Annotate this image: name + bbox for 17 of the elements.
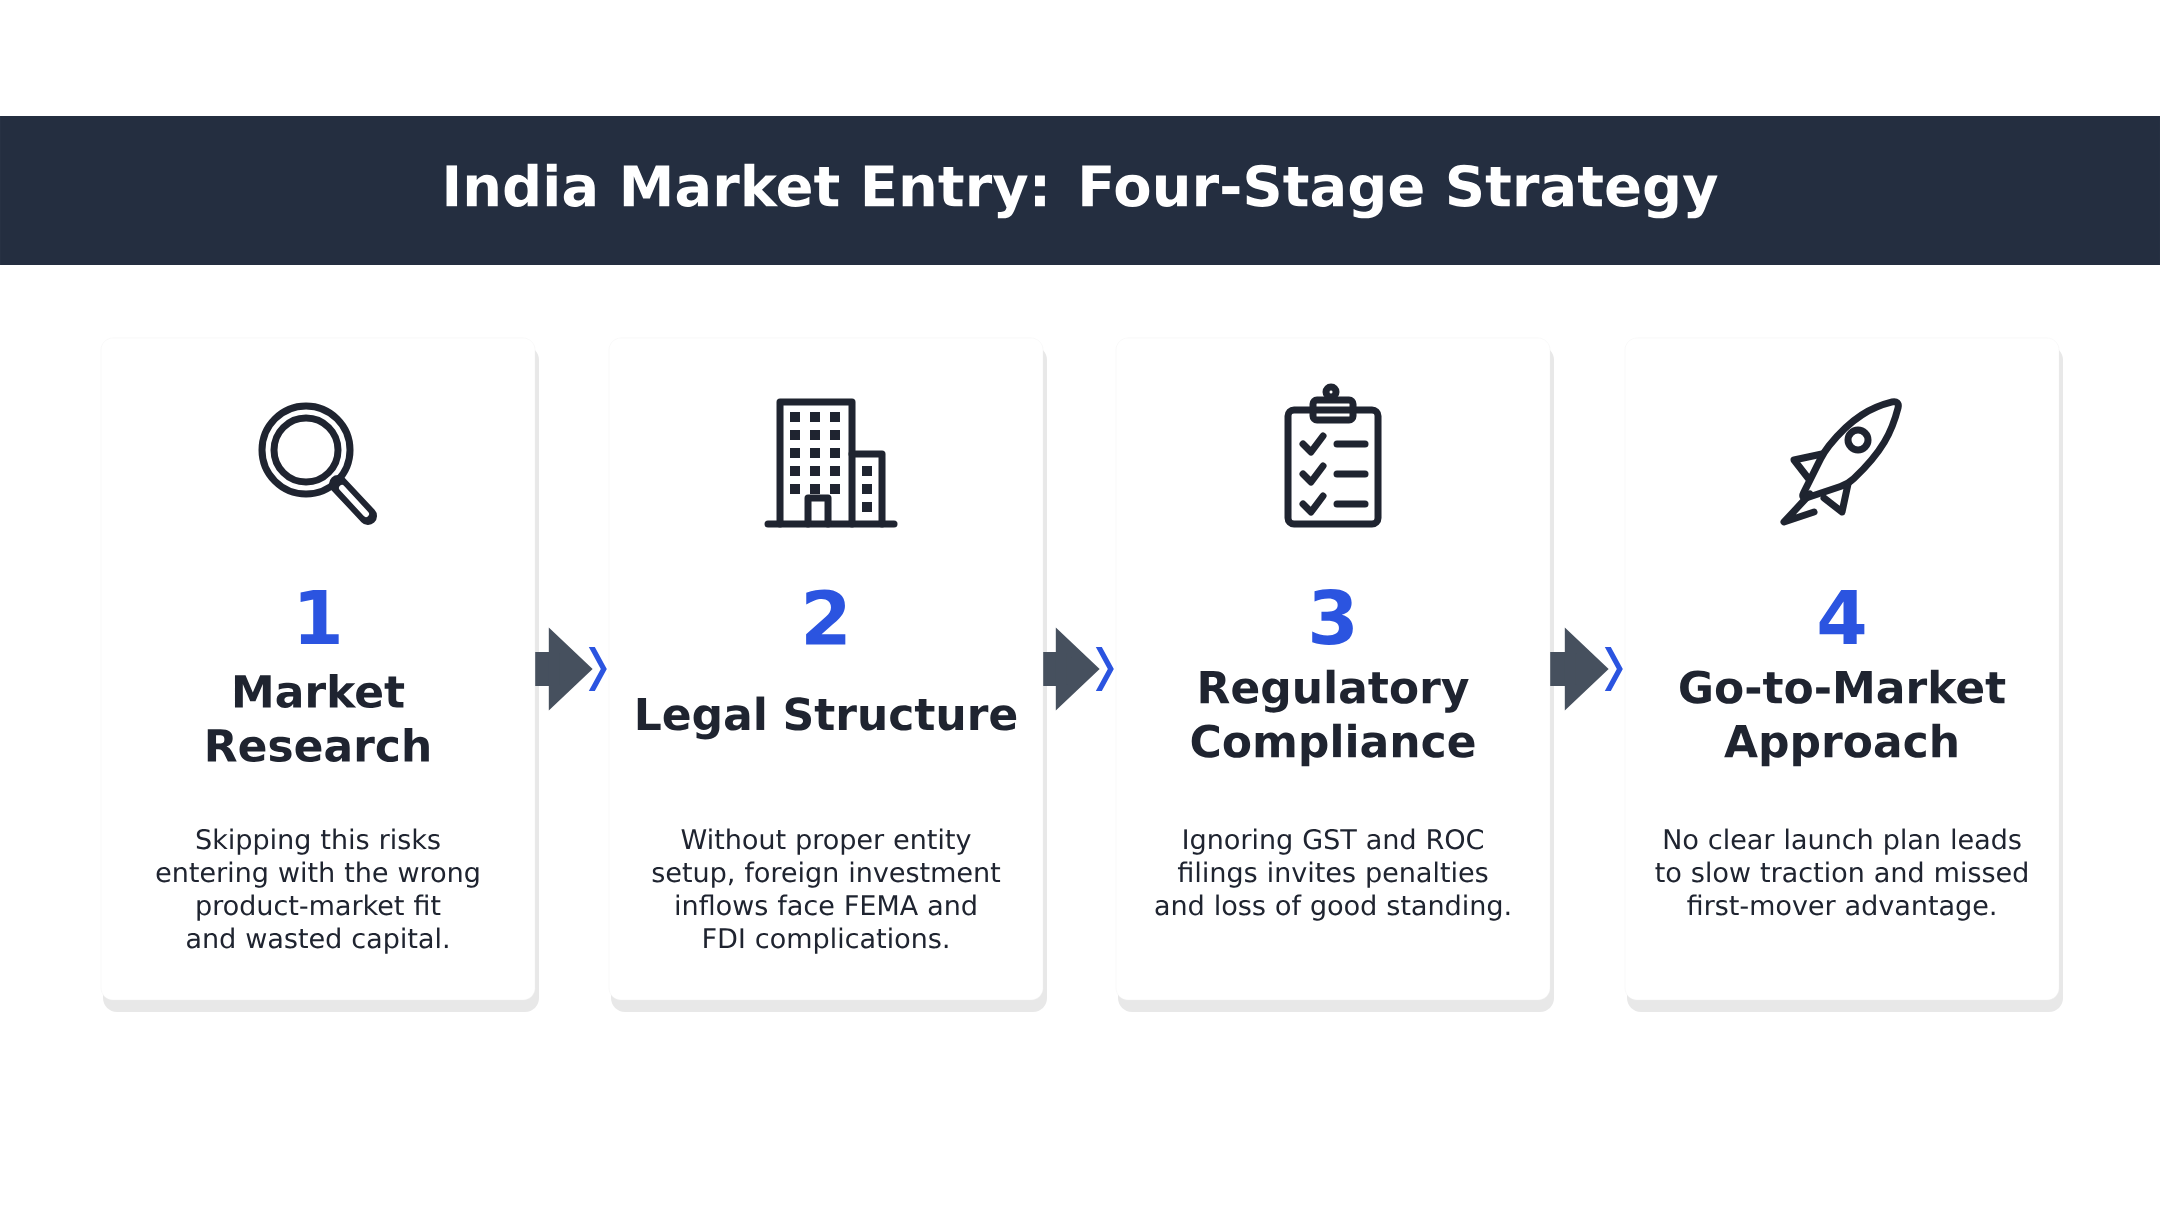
step-number: 4 xyxy=(1819,590,1865,644)
stage-heading: Legal Structure xyxy=(637,696,1017,740)
stage-card xyxy=(1115,337,1554,1012)
title-banner: India Market Entry: Four-Stage Strategy xyxy=(0,116,2160,265)
stage-description: Ignoring GST and ROC filings invites penalties and loss of good standing. xyxy=(1155,828,1510,921)
stage-card xyxy=(608,337,1047,1012)
step-number: 2 xyxy=(806,589,846,645)
stage-card xyxy=(1624,337,2063,1012)
stage-description: Without proper entity setup, foreign investment inflows face FEMA and FDI complications. xyxy=(652,828,1001,954)
step-number: 3 xyxy=(1312,589,1353,645)
stage-card xyxy=(100,337,539,1012)
stage-description: No clear launch plan leads to slow traction and missed first-mover advantage. xyxy=(1655,828,2027,921)
stage-heading: Market Research xyxy=(207,674,429,763)
stage-description: Skipping this risks entering with the wrong product-market fit and wasted capital. xyxy=(156,828,479,954)
step-number: 1 xyxy=(300,590,339,644)
stage-heading: Go-to-Market Approach xyxy=(1680,669,2006,767)
stage-heading: Regulatory Compliance xyxy=(1191,669,1475,767)
